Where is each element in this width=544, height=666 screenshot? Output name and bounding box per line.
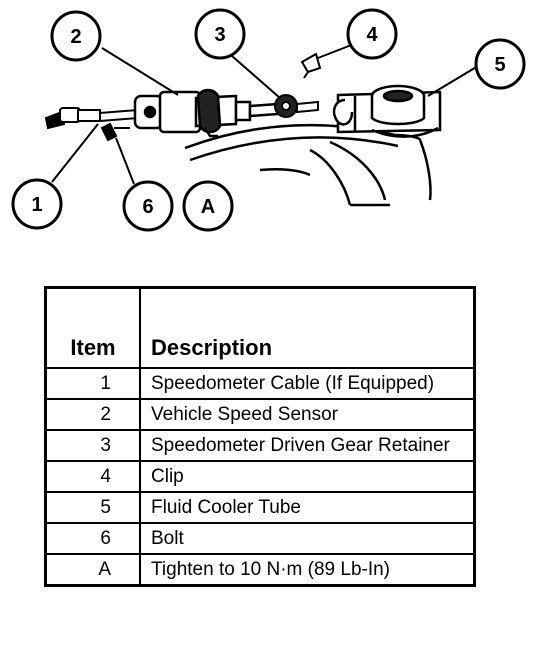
item-number: 2: [44, 398, 141, 431]
vehicle-speed-sensor-diagram: 1 2 3 4 5 6 A: [11, 8, 526, 232]
item-column-header: Item: [44, 286, 141, 369]
callout-2-label: 2: [70, 26, 81, 48]
item-description: Vehicle Speed Sensor: [139, 398, 476, 431]
callout-4: 4: [346, 8, 398, 60]
legend-table: Item Description 1 Speedometer Cable (If…: [44, 286, 476, 587]
item-number: 1: [44, 367, 141, 400]
fluid-cooler-tube: [332, 84, 442, 138]
clip: [300, 52, 322, 79]
item-number: 4: [44, 460, 141, 493]
item-description: Fluid Cooler Tube: [139, 491, 476, 524]
item-number: 6: [44, 522, 141, 555]
bolt: [100, 122, 130, 142]
description-column-header: Description: [139, 286, 476, 369]
callout-5: 5: [474, 38, 526, 90]
item-description: Bolt: [139, 522, 476, 555]
callout-6: 6: [122, 180, 174, 232]
callout-A-label: A: [201, 196, 215, 218]
table-row: 2 Vehicle Speed Sensor: [44, 398, 476, 431]
driven-gear-retainer: [274, 94, 319, 118]
table-row: 4 Clip: [44, 460, 476, 493]
callout-1-label: 1: [31, 194, 42, 216]
item-number: A: [44, 553, 141, 587]
legend-header-row: Item Description: [44, 286, 476, 369]
callout-2: 2: [50, 10, 102, 62]
item-description: Speedometer Cable (If Equipped): [139, 367, 476, 400]
table-row: 5 Fluid Cooler Tube: [44, 491, 476, 524]
table-row: 6 Bolt: [44, 522, 476, 555]
item-description: Speedometer Driven Gear Retainer: [139, 429, 476, 462]
callout-4-label: 4: [366, 24, 378, 46]
table-row: 1 Speedometer Cable (If Equipped): [44, 367, 476, 400]
item-description: Clip: [139, 460, 476, 493]
callout-A: A: [182, 180, 234, 232]
item-number: 5: [44, 491, 141, 524]
callout-5-label: 5: [494, 54, 505, 76]
leader-lines: [51, 43, 479, 185]
callout-1: 1: [11, 178, 63, 230]
item-number: 3: [44, 429, 141, 462]
callout-3-label: 3: [214, 24, 225, 46]
callout-6-label: 6: [142, 196, 153, 218]
table-row: 3 Speedometer Driven Gear Retainer: [44, 429, 476, 462]
speedometer-cable: [44, 107, 139, 130]
callout-3: 3: [194, 8, 246, 60]
table-row: A Tighten to 10 N·m (89 Lb-In): [44, 553, 476, 587]
vehicle-speed-sensor: [133, 88, 280, 138]
item-description: Tighten to 10 N·m (89 Lb-In): [139, 553, 476, 587]
